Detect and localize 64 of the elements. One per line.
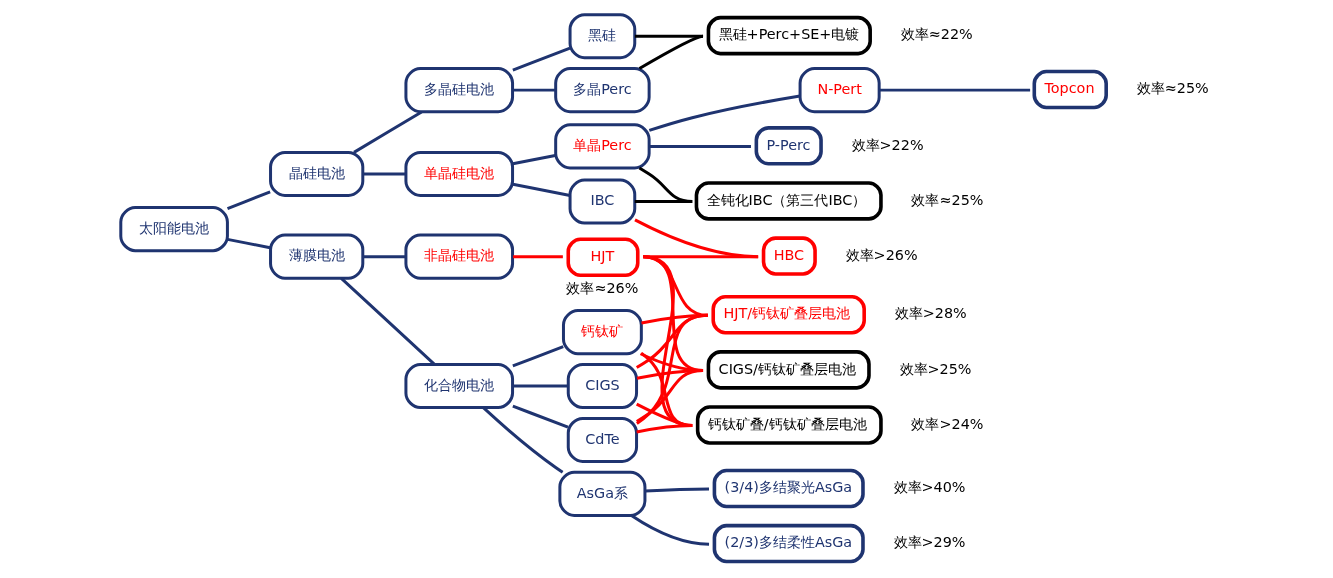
node-box: 全钝化IBC（第三代IBC） [694, 181, 883, 221]
connector [353, 110, 423, 154]
connector [512, 153, 556, 166]
connector [226, 190, 271, 210]
connector [340, 277, 436, 366]
node-label: 效率≈26% [566, 280, 639, 297]
node-box: 多晶Perc [554, 67, 651, 114]
node-label: 效率>24% [911, 415, 984, 432]
node-label: 效率≈25% [911, 191, 984, 208]
connector [512, 345, 564, 368]
connector [512, 46, 571, 72]
node-box: CIGS [566, 363, 639, 410]
connector [512, 404, 569, 429]
node-box: IBC [568, 178, 637, 225]
node-box: N-Pert [798, 67, 881, 114]
connector [630, 514, 710, 546]
connector [638, 34, 704, 70]
connector [636, 424, 693, 434]
connector [634, 218, 759, 259]
node-box: 化合物电池 [404, 363, 515, 410]
node-box: 黑硅+Perc+SE+电镀 [706, 15, 872, 56]
node-box: Topcon [1032, 69, 1108, 110]
connector [645, 487, 710, 493]
node-box: 非晶硅电池 [404, 233, 515, 280]
node-label: 效率>40% [893, 479, 966, 496]
node-box: 太阳能电池 [119, 206, 229, 253]
node-label: 效率>22% [851, 136, 924, 153]
node-label: 效率>25% [899, 360, 972, 377]
node-box: CIGS/钙钛矿叠层电池 [706, 350, 871, 390]
node-label: 效率>28% [894, 305, 967, 322]
node-box: P-Perc [754, 126, 823, 166]
node-box: 黑硅 [568, 13, 637, 60]
connector [513, 255, 563, 259]
node-box: 多晶硅电池 [404, 67, 515, 114]
connector [227, 237, 271, 250]
node-label: 效率≈25% [1136, 80, 1209, 97]
connector [512, 88, 556, 92]
node-label: 效率>29% [893, 534, 966, 551]
connector [363, 172, 406, 176]
connector [363, 255, 406, 259]
node-box: CdTe [566, 416, 639, 463]
connector [512, 182, 571, 197]
node-box: HBC [761, 236, 817, 276]
node-label: 效率>26% [845, 246, 918, 263]
node-box: 单晶硅电池 [404, 150, 515, 198]
node-box: AsGa系 [558, 470, 647, 517]
connector [636, 313, 708, 425]
node-box: 钙钛矿 [561, 309, 643, 356]
node-label: 效率≈22% [900, 26, 973, 43]
connector [648, 94, 801, 132]
connector [636, 368, 704, 423]
node-box: 晶硅电池 [269, 150, 365, 198]
connector [649, 144, 751, 148]
connector [512, 384, 568, 388]
node-box: (3/4)多结聚光AsGa [712, 468, 865, 509]
connector [879, 88, 1031, 92]
node-box: HJT/钙钛矿叠层电池 [711, 295, 866, 335]
node-box: 钙钛矿叠/钙钛矿叠层电池 [695, 405, 883, 445]
node-box: 薄膜电池 [269, 233, 365, 280]
node-box: 单晶Perc [554, 123, 651, 170]
node-box: HJT [566, 237, 640, 277]
node-box: (2/3)多结柔性AsGa [712, 523, 865, 564]
connector [634, 200, 693, 204]
connector [482, 406, 564, 474]
